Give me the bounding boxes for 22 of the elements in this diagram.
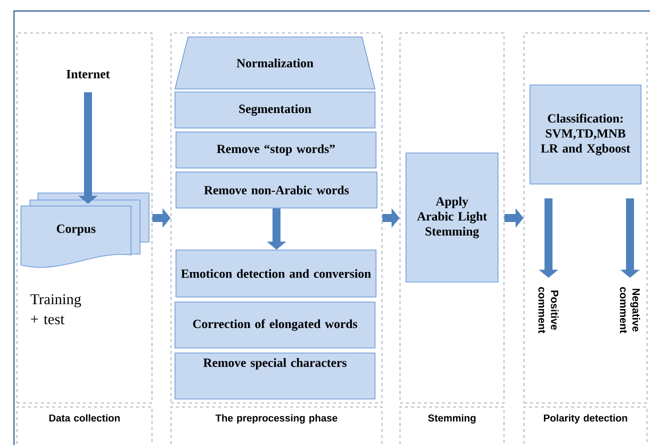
- dashed-panel: [16, 32, 152, 404]
- output-text: Negative comment: [620, 287, 640, 334]
- process-box: Remove special characters: [174, 352, 376, 400]
- process-box: Remove non-Arabic words: [176, 172, 378, 208]
- dashed-panel: [400, 32, 504, 404]
- process-box: Emoticon detection and conversion: [176, 250, 376, 298]
- phase-label: The preprocessing phase: [170, 406, 382, 445]
- process-box: Apply Arabic Light Stemming: [406, 152, 498, 282]
- process-box: Remove “stop words”: [176, 132, 376, 168]
- process-box: Correction of elongated words: [174, 302, 376, 348]
- dashed-panel: [170, 32, 382, 404]
- document-stack: Corpus: [20, 192, 150, 268]
- process-trapezoid: Normalization: [174, 36, 376, 90]
- note-text: Training + test: [30, 294, 82, 324]
- process-box: Classification: SVM,TD,MNB LR and Xgboost: [530, 84, 642, 184]
- phase-label: Data collection: [16, 406, 152, 445]
- dashed-panel: [524, 32, 648, 404]
- process-box: Segmentation: [174, 92, 376, 128]
- phase-label: Stemming: [400, 406, 504, 445]
- phase-label: Polarity detection: [524, 406, 648, 445]
- output-text: Positive comment: [538, 287, 559, 334]
- source-text: Internet: [66, 70, 110, 78]
